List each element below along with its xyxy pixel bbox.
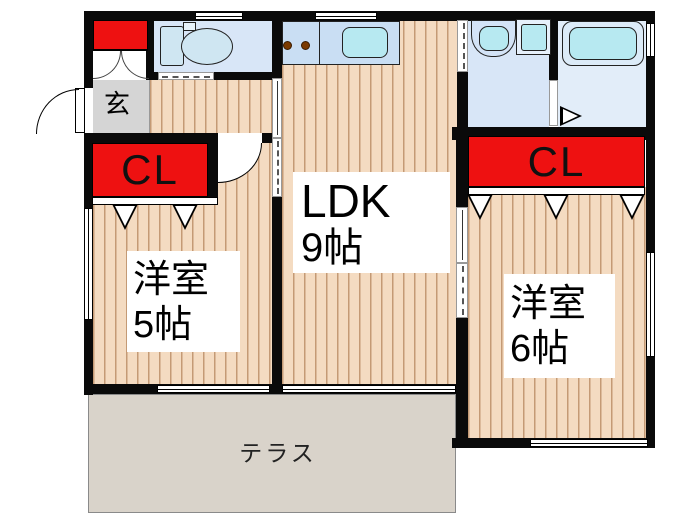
window-top-kitchen bbox=[315, 12, 377, 20]
ldk-name: LDK bbox=[301, 174, 391, 227]
sliding-door-hall-ldk-panel bbox=[272, 78, 282, 138]
window-bottom-room5 bbox=[157, 385, 270, 393]
closet-left-label: CL bbox=[121, 146, 179, 193]
closet-right-folding-door-rail bbox=[468, 187, 645, 195]
terrace-label: テラス bbox=[239, 440, 317, 466]
closet-right-label: CL bbox=[527, 137, 586, 185]
west-room6-label: 洋室 6帖 bbox=[504, 274, 615, 378]
west-room6-size: 6帖 bbox=[510, 328, 570, 370]
sliding-door-toilet bbox=[158, 72, 214, 80]
terrace-area bbox=[88, 394, 456, 513]
wall-bath-divider bbox=[549, 21, 558, 80]
toilet-bowl-icon bbox=[181, 28, 233, 65]
wall-cl-left-border bbox=[208, 133, 218, 197]
genkan-floor bbox=[93, 80, 150, 133]
west-room5-size: 5帖 bbox=[133, 303, 193, 346]
wall-bottom-main bbox=[84, 384, 468, 394]
sliding-door-ldk-room6-panel bbox=[456, 207, 468, 263]
wall-toilet-left bbox=[146, 11, 154, 80]
west-room5-name: 洋室 bbox=[133, 258, 210, 301]
sliding-door-ldk-room6-track bbox=[456, 263, 468, 318]
bathroom-door bbox=[549, 80, 558, 126]
stove-burner-icon bbox=[301, 41, 310, 50]
window-top-toilet bbox=[195, 12, 243, 20]
window-right-room6 bbox=[646, 252, 655, 357]
wall-toilet-bottom bbox=[146, 72, 282, 80]
sliding-door-kitchen-washroom bbox=[457, 20, 468, 72]
washing-machine-icon bbox=[521, 24, 547, 51]
entrance-door-arc-icon bbox=[36, 89, 79, 134]
wall-hall-ldk-top bbox=[272, 11, 282, 80]
toilet-tank-icon bbox=[160, 26, 184, 66]
shoe-cabinet bbox=[93, 20, 148, 51]
closet-right: CL bbox=[468, 136, 645, 187]
west-room5-label: 洋室 5帖 bbox=[127, 251, 240, 352]
window-right-bathroom bbox=[646, 23, 655, 57]
wall-right bbox=[646, 11, 655, 448]
stove-burner-icon bbox=[283, 41, 292, 50]
sliding-door-hall-ldk-track bbox=[272, 138, 282, 197]
wall-left bbox=[84, 11, 93, 395]
entrance-opening bbox=[84, 88, 93, 133]
closet-left: CL bbox=[92, 143, 208, 197]
bathtub-icon bbox=[569, 27, 637, 60]
ldk-size: 9帖 bbox=[301, 225, 364, 270]
entrance-label: 玄 bbox=[104, 89, 131, 119]
wall-ldk-left bbox=[272, 197, 282, 394]
ldk-label: LDK 9帖 bbox=[293, 172, 450, 273]
washbasin-bowl-icon bbox=[479, 26, 509, 51]
toilet-flush-knob-icon bbox=[183, 22, 196, 31]
hallway-floor bbox=[150, 80, 272, 133]
closet-left-folding-door-rail bbox=[92, 197, 218, 205]
wall-hall-bottom bbox=[84, 133, 218, 143]
west-room6-name: 洋室 bbox=[510, 283, 587, 325]
genkan-step-line bbox=[149, 80, 150, 133]
window-bottom-room6 bbox=[530, 439, 648, 447]
wall-washroom-left bbox=[457, 11, 468, 140]
kitchen-counter-divider bbox=[319, 21, 320, 65]
window-left-room5 bbox=[84, 208, 93, 320]
room5-door-opening bbox=[218, 134, 262, 143]
window-bottom-ldk bbox=[282, 385, 456, 393]
kitchen-sink-icon bbox=[342, 27, 388, 58]
